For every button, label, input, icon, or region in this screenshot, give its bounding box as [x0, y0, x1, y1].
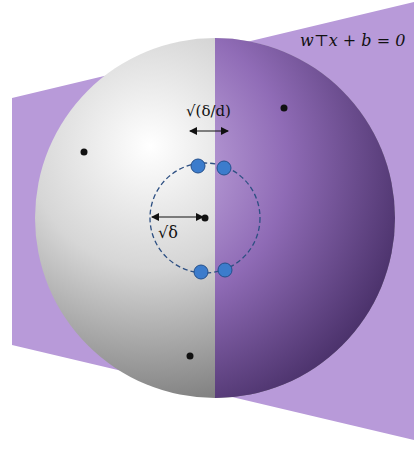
plane-equation: w⊤x + b = 0 [300, 32, 405, 50]
dimension-arrow [152, 216, 203, 217]
dimension-label: √δ [158, 224, 178, 242]
sphere-plane-half [215, 38, 395, 398]
dimension-arrow [190, 130, 228, 131]
dashed-circle [150, 163, 260, 273]
blue-points [191, 159, 232, 279]
data-points [81, 105, 288, 360]
dimension-label: √(δ/d) [186, 103, 231, 120]
hyperplane [12, 2, 414, 440]
sphere [35, 38, 395, 398]
